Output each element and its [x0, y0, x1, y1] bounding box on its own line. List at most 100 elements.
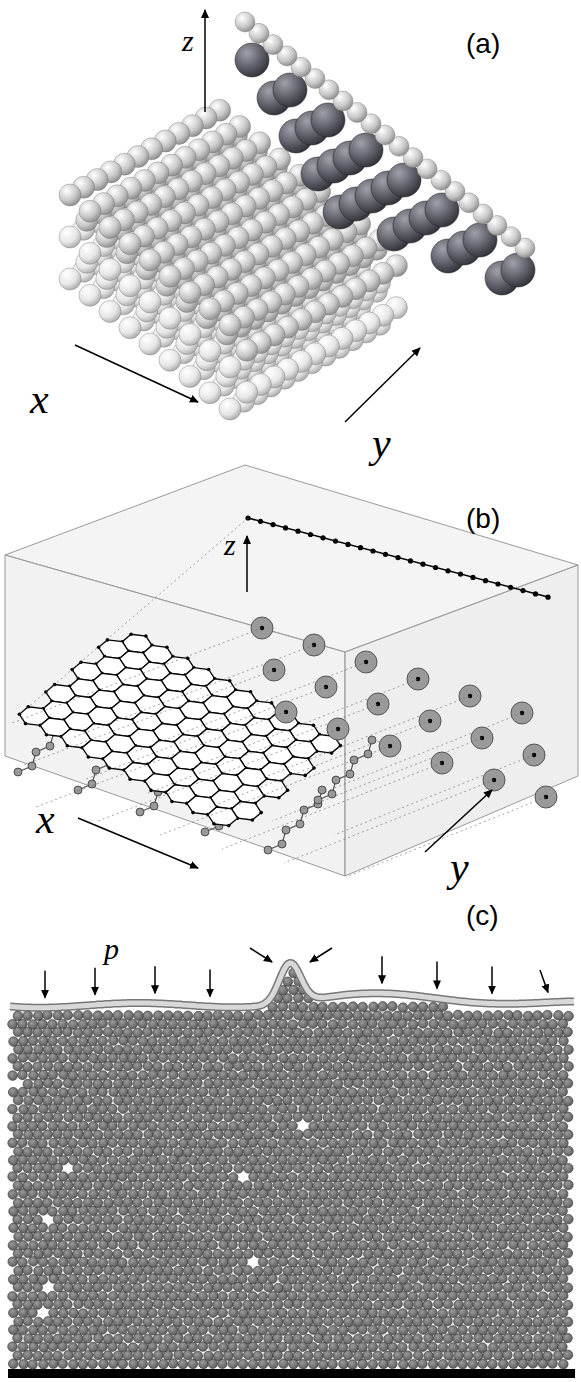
grain [174, 1249, 184, 1259]
grain [453, 1283, 463, 1293]
grain [88, 1342, 98, 1352]
grain [298, 1292, 308, 1302]
grain [44, 1266, 54, 1276]
grain [154, 1283, 164, 1293]
grain [544, 1334, 554, 1344]
grain [559, 1223, 569, 1233]
grain [128, 1309, 138, 1319]
grain [338, 1308, 348, 1318]
grain [203, 1317, 213, 1327]
grain [153, 1317, 163, 1327]
guide-line [210, 721, 430, 807]
grain [129, 1224, 139, 1234]
carbon-atom [129, 633, 133, 637]
grain [73, 1249, 83, 1259]
grain [203, 1249, 213, 1259]
substrate-atom [199, 340, 221, 362]
grain [133, 1249, 143, 1259]
grain [269, 1308, 279, 1318]
grain [338, 1223, 348, 1233]
grain [18, 1258, 28, 1268]
grain [519, 1308, 529, 1318]
grain [328, 1274, 338, 1284]
grain [293, 1266, 303, 1276]
grain [49, 1224, 59, 1234]
grain [438, 1274, 448, 1284]
grain [293, 1351, 303, 1361]
grain [128, 1343, 138, 1353]
chain-bead [14, 768, 22, 776]
grain [18, 1241, 28, 1251]
grain [28, 1224, 38, 1234]
grain [524, 1283, 534, 1293]
chain-bead [264, 846, 272, 854]
grain [258, 1257, 268, 1267]
carbon-atom [165, 646, 169, 650]
grain [128, 1240, 138, 1250]
grain [423, 1215, 433, 1225]
carbon-atom [97, 646, 101, 650]
grain [158, 1224, 168, 1234]
tip-bead [433, 565, 438, 570]
grain [233, 1350, 243, 1360]
grain [374, 1300, 384, 1310]
grain [139, 1291, 149, 1301]
grain [478, 1274, 488, 1284]
grain [318, 1292, 328, 1302]
grain [503, 1215, 513, 1225]
grain [398, 1343, 408, 1353]
grain [288, 1258, 298, 1268]
grain [368, 1223, 378, 1233]
grain [158, 1343, 168, 1353]
grain [188, 1309, 198, 1319]
grain [229, 1291, 239, 1301]
grain [448, 1275, 458, 1285]
grain [443, 1299, 453, 1309]
grain [78, 1275, 88, 1285]
grain [523, 1214, 533, 1224]
grain [563, 1317, 573, 1327]
grain [323, 1283, 333, 1293]
grain [413, 1334, 423, 1344]
carbon-atom [186, 657, 190, 661]
grain [443, 1283, 453, 1293]
tip-bead [308, 532, 313, 537]
guide-line [346, 797, 546, 877]
guide-line [260, 696, 470, 779]
substrate-atom [199, 298, 221, 320]
grain [278, 1326, 288, 1336]
grain [513, 1232, 523, 1242]
grain [49, 1308, 59, 1318]
grain [43, 1316, 53, 1326]
grain [48, 1291, 58, 1301]
grain [218, 1275, 228, 1285]
grain [38, 1292, 48, 1302]
grain [278, 1342, 288, 1352]
grain [9, 1308, 19, 1318]
grain [114, 1283, 124, 1293]
grain [498, 1224, 508, 1234]
grain [69, 1308, 79, 1318]
grain [468, 1359, 478, 1369]
grain [29, 1241, 39, 1251]
grain [498, 1325, 508, 1335]
grain [164, 1300, 174, 1310]
grain [143, 1249, 153, 1259]
panel-c-granular [8, 948, 575, 1378]
grain [538, 1309, 548, 1319]
grain [28, 1360, 38, 1370]
grain [18, 1292, 28, 1302]
carbon-atom [170, 800, 174, 804]
substrate-atom [99, 259, 121, 281]
grain [158, 1257, 168, 1267]
grain [148, 1308, 158, 1318]
carbon-atom [339, 744, 343, 748]
grain [118, 1343, 128, 1353]
grain [388, 1325, 398, 1335]
grain [368, 1291, 378, 1301]
grain [244, 1232, 254, 1242]
grain [99, 1274, 109, 1284]
carbon-atom [312, 723, 316, 727]
grain [34, 1317, 44, 1327]
grain [179, 1274, 189, 1284]
